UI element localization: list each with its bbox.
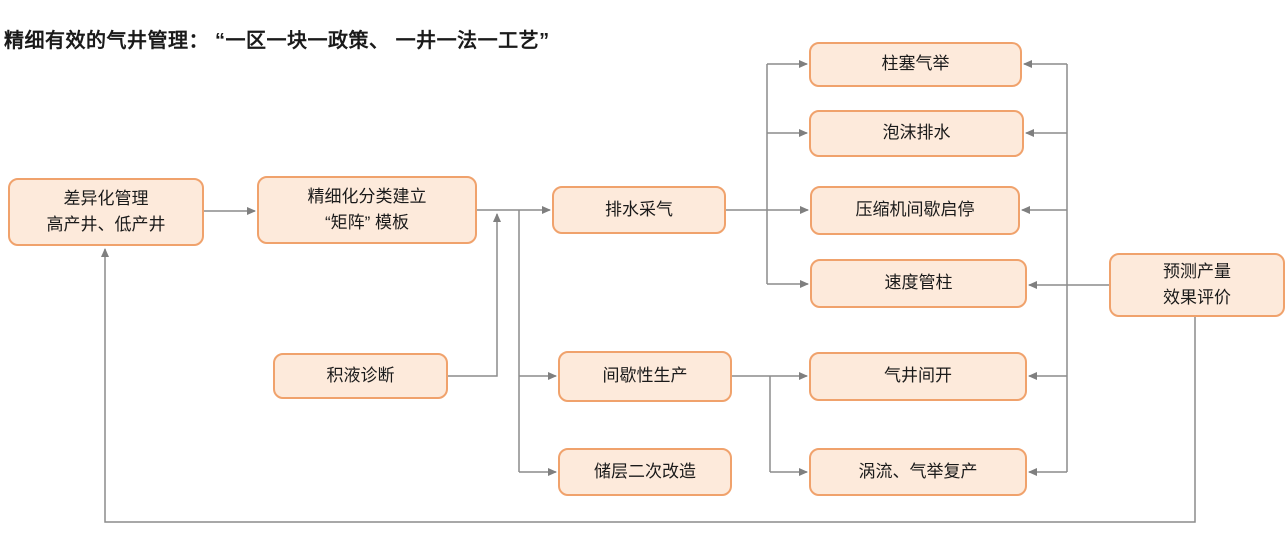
node-reservoir-restimulation: 储层二次改造 bbox=[558, 448, 732, 496]
node-plunger-gas-lift: 柱塞气举 bbox=[809, 42, 1022, 87]
node-label: 柱塞气举 bbox=[881, 54, 950, 74]
node-label: 泡沫排水 bbox=[882, 123, 951, 143]
node-label: 压缩机间歇启停 bbox=[855, 200, 975, 220]
node-intermittent-production: 间歇性生产 bbox=[558, 351, 732, 402]
node-liquid-diagnosis: 积液诊断 bbox=[273, 353, 448, 399]
node-prediction-evaluation: 预测产量 效果评价 bbox=[1109, 253, 1285, 317]
node-label: 间歇性生产 bbox=[602, 366, 688, 386]
node-foam-drainage: 泡沫排水 bbox=[809, 110, 1024, 157]
diagram-title: 精细有效的气井管理： “一区一块一政策、 一井一法一工艺” bbox=[4, 30, 550, 52]
node-matrix-template: 精细化分类建立 “矩阵” 模板 bbox=[257, 176, 477, 244]
node-drainage-gas-recovery: 排水采气 bbox=[552, 186, 726, 234]
node-label: 涡流、气举复产 bbox=[858, 461, 978, 481]
node-label: 预测产量 效果评价 bbox=[1163, 261, 1231, 307]
node-well-intermittent-opening: 气井间开 bbox=[809, 352, 1027, 401]
node-label: 气井间开 bbox=[884, 366, 952, 386]
node-label: 精细化分类建立 “矩阵” 模板 bbox=[307, 186, 427, 232]
node-differentiated-management: 差异化管理 高产井、低产井 bbox=[8, 178, 204, 246]
node-label: 差异化管理 高产井、低产井 bbox=[46, 188, 166, 234]
node-label: 速度管柱 bbox=[884, 273, 953, 293]
node-velocity-string: 速度管柱 bbox=[810, 259, 1027, 308]
node-label: 积液诊断 bbox=[326, 365, 395, 385]
node-compressor-intermittent: 压缩机间歇启停 bbox=[810, 186, 1020, 235]
node-label: 排水采气 bbox=[605, 199, 673, 219]
node-vortex-gas-lift-resume: 涡流、气举复产 bbox=[809, 448, 1027, 496]
node-label: 储层二次改造 bbox=[594, 461, 696, 481]
